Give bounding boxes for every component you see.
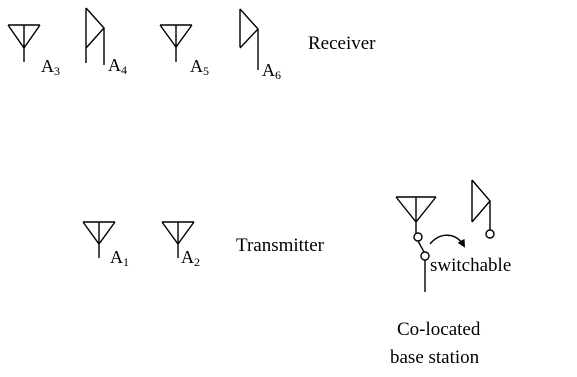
antenna-label-a2: A2	[181, 247, 200, 269]
transmitter-label: Transmitter	[236, 235, 325, 256]
omni-antenna-icon	[159, 24, 193, 62]
antenna-label-a5: A5	[190, 56, 209, 78]
switch-pivot	[420, 251, 430, 261]
switch-contact-left	[413, 232, 423, 242]
omni-antenna-icon	[395, 196, 437, 233]
switch-arrow-icon	[429, 234, 465, 248]
omni-antenna-icon	[7, 24, 41, 62]
omni-antenna-icon	[161, 221, 195, 258]
directional-antenna-icon	[471, 179, 491, 230]
base-station-caption-line2: base station	[390, 347, 480, 368]
receiver-antenna-a6: A6	[239, 8, 281, 82]
antenna-label-a3: A3	[41, 56, 60, 78]
transmitter-antenna-a1: A1	[82, 221, 129, 269]
receiver-group: A3 A4 A5 A6 Receiver	[7, 7, 376, 82]
switchable-label: switchable	[430, 255, 511, 276]
transmitter-antenna-a2: A2	[161, 221, 200, 269]
base-station-group: switchable Co-located base station	[390, 179, 511, 368]
directional-antenna-icon	[239, 8, 259, 70]
switch-blade	[417, 240, 425, 253]
receiver-label: Receiver	[308, 33, 376, 54]
antenna-label-a4: A4	[108, 55, 127, 77]
receiver-antenna-a4: A4	[85, 7, 127, 77]
base-station-caption-line1: Co-located	[397, 319, 481, 340]
receiver-antenna-a5: A5	[159, 24, 209, 78]
transmitter-group: A1 A2 Transmitter	[82, 221, 325, 269]
omni-antenna-icon	[82, 221, 116, 258]
antenna-label-a6: A6	[262, 60, 281, 82]
antenna-label-a1: A1	[110, 247, 129, 269]
switch-contact-right	[485, 229, 495, 239]
receiver-antenna-a3: A3	[7, 24, 60, 78]
directional-antenna-icon	[85, 7, 105, 65]
